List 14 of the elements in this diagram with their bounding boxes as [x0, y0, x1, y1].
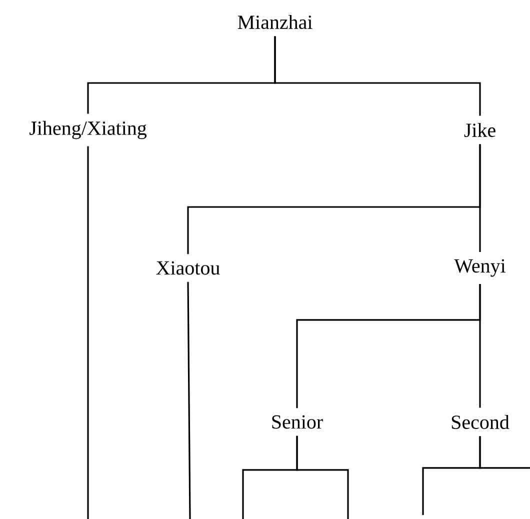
tree-line [479, 284, 481, 408]
tree-label: Mianzhai [238, 14, 312, 30]
tree-label: Xiaotou [156, 261, 220, 275]
tree-line [479, 436, 530, 469]
tree-label: Jiheng/Xiating [30, 120, 147, 140]
tree-line [274, 36, 481, 116]
tree-line [479, 144, 481, 252]
tree-line [296, 436, 349, 519]
tree-label: Second [452, 414, 510, 430]
tree-label: Senior [272, 415, 323, 429]
tree-label: Wenyi [454, 259, 506, 277]
tree-label: Jike [464, 122, 496, 138]
tree-line [187, 282, 191, 519]
tree-line [87, 146, 89, 519]
